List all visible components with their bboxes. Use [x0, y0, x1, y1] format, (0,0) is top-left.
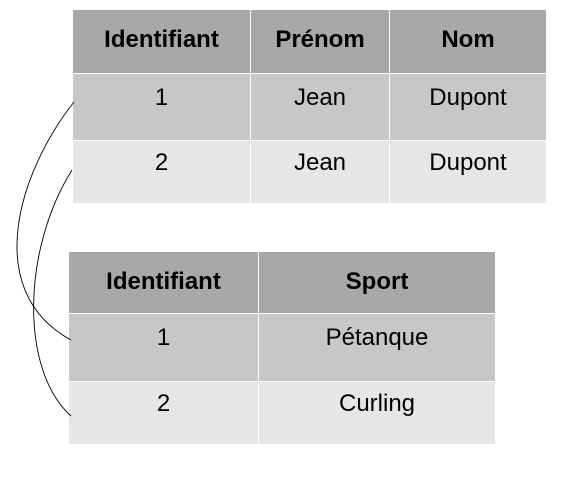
persons-cell-id: 1: [72, 73, 251, 141]
sports-row-2: 2 Curling: [68, 381, 496, 445]
connector-row-2: [33, 169, 73, 417]
persons-cell-lastname: Dupont: [389, 73, 547, 141]
sports-header-id: Identifiant: [68, 251, 259, 314]
persons-header-row: Identifiant Prénom Nom: [72, 9, 547, 74]
persons-header-id: Identifiant: [72, 9, 251, 74]
persons-table: Identifiant Prénom Nom 1 Jean Dupont 2 J…: [72, 9, 547, 204]
sports-cell-sport: Curling: [258, 381, 496, 445]
persons-cell-id: 2: [72, 140, 251, 204]
sports-header-sport: Sport: [258, 251, 496, 314]
persons-row-1: 1 Jean Dupont: [72, 73, 547, 141]
sports-cell-id: 1: [68, 313, 259, 382]
persons-cell-firstname: Jean: [250, 140, 390, 204]
sports-row-1: 1 Pétanque: [68, 313, 496, 382]
sports-table: Identifiant Sport 1 Pétanque 2 Curling: [68, 251, 496, 445]
persons-row-2: 2 Jean Dupont: [72, 140, 547, 204]
sports-cell-id: 2: [68, 381, 259, 445]
sports-cell-sport: Pétanque: [258, 313, 496, 382]
persons-cell-lastname: Dupont: [389, 140, 547, 204]
sports-header-row: Identifiant Sport: [68, 251, 496, 314]
persons-cell-firstname: Jean: [250, 73, 390, 141]
connector-row-1: [16, 101, 75, 341]
